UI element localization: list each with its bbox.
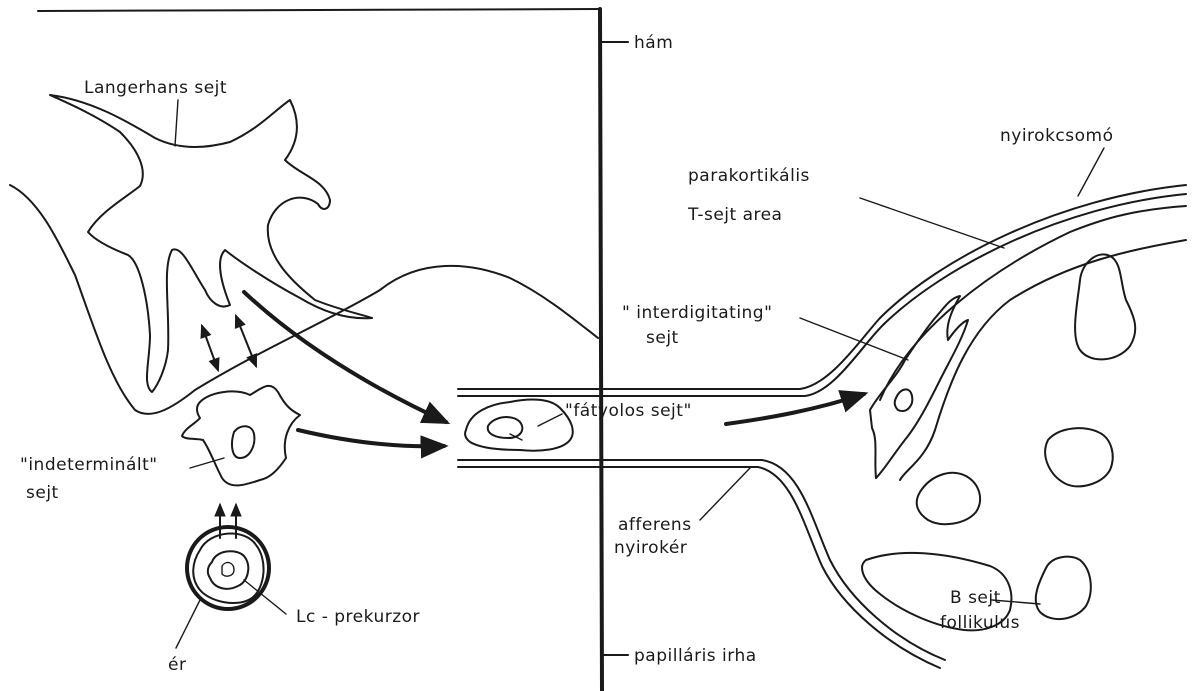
- label-nyirokcsomo: nyirokcsomó: [1000, 126, 1114, 146]
- langerhans-label-leader: [175, 100, 178, 146]
- label-interdigitating-sejt: sejt: [646, 328, 679, 348]
- langerhans-cell: [50, 95, 372, 392]
- indeterminalt-cell: [182, 386, 300, 486]
- b-follicle-2: [1045, 428, 1113, 486]
- arrow-indeterminalt-to-vessel: [298, 430, 444, 446]
- lc-precursor-cell: [208, 551, 248, 589]
- label-langerhans: Langerhans sejt: [84, 78, 227, 98]
- arrow-vessel-to-interdigitating: [726, 394, 864, 424]
- label-papillaris-irha: papilláris irha: [634, 646, 757, 666]
- label-indeterminalt: "indeterminált": [20, 455, 158, 475]
- indeterminalt-leader: [190, 458, 224, 468]
- label-afferens: afferens: [618, 515, 692, 535]
- arrow-langerhans-down-right: [236, 316, 256, 366]
- afferens-leader: [700, 468, 750, 520]
- b-follicle-3: [917, 473, 980, 524]
- label-ham: hám: [634, 33, 673, 53]
- label-t-sejt-area: T-sejt area: [687, 205, 782, 225]
- top-border-line: [38, 9, 600, 11]
- vessel-bottom-inner: [458, 467, 940, 668]
- fatyolos-leader: [538, 414, 562, 426]
- paracortical-area: [880, 206, 1186, 480]
- er-vessel-outer: [187, 527, 269, 609]
- label-interdigitating: " interdigitating": [622, 303, 772, 323]
- label-er: ér: [168, 655, 186, 675]
- er-vessel-inner: [193, 534, 263, 604]
- parakortikalis-leader: [860, 198, 1004, 248]
- b-follicle-1: [1075, 254, 1135, 359]
- label-lc-prekurzor: Lc - prekurzor: [296, 607, 420, 627]
- interdigitating-nucleus: [895, 389, 913, 411]
- interdigitating-leader: [800, 318, 908, 360]
- b-follicle-4: [1036, 557, 1091, 619]
- label-follikulus: follikulus: [940, 613, 1020, 633]
- er-leader: [176, 600, 200, 648]
- label-b-sejt: B sejt: [950, 588, 1001, 608]
- fatyolos-cell: [465, 400, 573, 451]
- arrow-langerhans-to-vessel: [244, 292, 446, 422]
- label-nyiroker: nyirokér: [614, 538, 687, 558]
- vessel-bottom-outer: [458, 460, 945, 660]
- vertical-divider-line: [600, 9, 602, 691]
- nyirokcsomo-leader: [1078, 148, 1104, 196]
- lymph-node-capsule-inner: [884, 194, 1186, 324]
- lc-precursor-nucleus: [222, 563, 234, 577]
- label-indeterminalt-sejt: sejt: [26, 483, 59, 503]
- label-fatyolos: "fátyolos sejt": [565, 401, 692, 421]
- arrow-langerhans-down-left: [202, 326, 218, 370]
- fatyolos-nucleus: [488, 417, 523, 438]
- label-parakortikalis: parakortikális: [688, 166, 810, 186]
- indeterminalt-nucleus: [232, 426, 254, 458]
